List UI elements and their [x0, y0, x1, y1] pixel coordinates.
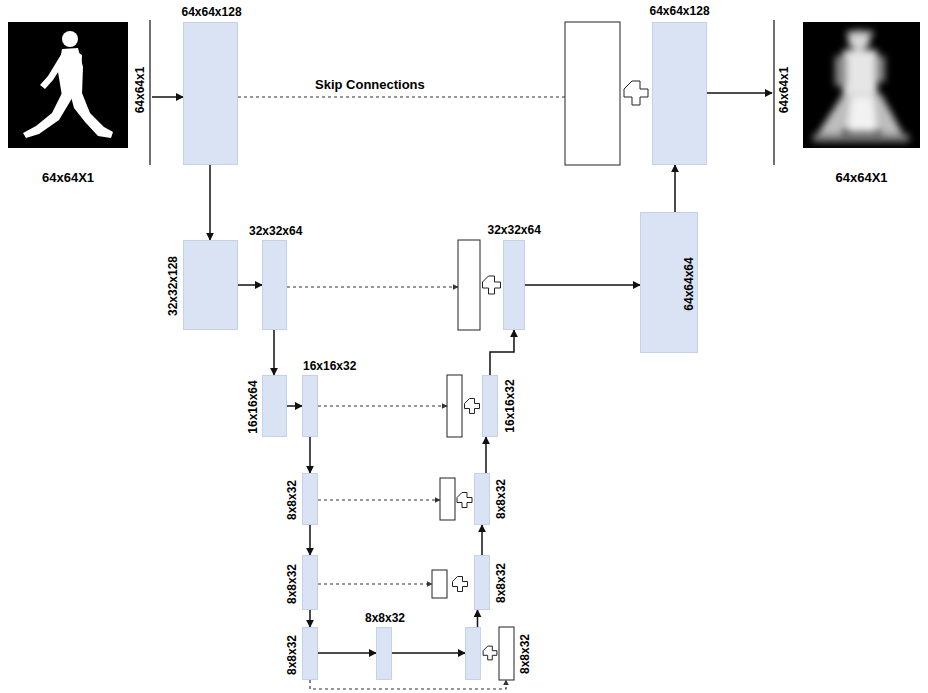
dimension-label: 64x64x64 [681, 257, 695, 310]
flow-arrow [490, 330, 514, 375]
flow-arrow [485, 437, 487, 473]
dimension-label: 16x16x32 [502, 379, 516, 432]
output-image [803, 22, 920, 148]
flow-arrow [273, 330, 275, 375]
skip-connection [318, 583, 432, 584]
feature-map: 64x64x128 [183, 22, 238, 165]
feature-map: 32x32x64 [262, 240, 287, 330]
flow-arrow [525, 284, 640, 286]
flow-arrow [238, 284, 262, 286]
flow-arrow [209, 165, 211, 240]
dimension-label: 8x8x32 [518, 633, 532, 673]
dimension-label: 8x8x32 [285, 634, 299, 674]
input-bar [149, 20, 150, 165]
decoder-block: 8x8x32 [440, 473, 490, 525]
gait-energy-image [813, 30, 909, 142]
dimension-label: 64x64x1 [133, 67, 147, 114]
feature-map: 64x64x64 [640, 212, 698, 353]
image-size-label: 64x64X1 [42, 170, 94, 185]
decoder-block: 8x8x32 [432, 555, 490, 610]
dimension-label: 8x8x32 [365, 611, 405, 625]
decoder-block: 8x8x32 [465, 627, 514, 680]
dimension-label: 16x16x32 [303, 359, 356, 373]
skip-connection [310, 680, 506, 689]
flow-arrow [309, 525, 311, 555]
dimension-label: 32x32x128 [166, 256, 180, 316]
dimension-label: 16x16x64 [245, 380, 259, 433]
skip-connection [287, 286, 458, 287]
walking-silhouette [23, 31, 113, 138]
skip-connection [318, 499, 440, 500]
feature-map: 16x16x32 [302, 375, 318, 437]
image-size-label: 64x64X1 [836, 170, 888, 185]
feature-map: 8x8x32 [376, 627, 392, 680]
add-symbols [453, 81, 649, 660]
dimension-label: 32x32x64 [488, 223, 541, 237]
dimension-label: 8x8x32 [285, 563, 299, 603]
dimension-label: 64x64x128 [650, 4, 710, 18]
connection-label: Skip Connections [313, 77, 427, 92]
dimension-label: 8x8x32 [285, 480, 299, 520]
feature-map [474, 473, 490, 525]
skip-connection [238, 96, 565, 97]
decoder-block: 64x64x128 [565, 22, 707, 165]
flow-arrow [481, 525, 483, 555]
output-block: 64x64x1 64x64X1 [772, 20, 922, 192]
feature-map: 8x8x32 [302, 627, 318, 680]
dimension-label: 32x32x64 [249, 224, 302, 238]
feature-map: 8x8x32 [302, 473, 318, 525]
output-bar [773, 20, 774, 165]
feature-map [474, 555, 490, 610]
skip-connection [318, 405, 447, 406]
flow-arrow [287, 405, 302, 407]
decoder-block: 32x32x64 [458, 240, 525, 330]
dimension-label: 64x64x128 [182, 5, 242, 19]
dimension-label: 64x64x1 [777, 67, 791, 114]
flow-arrow [309, 610, 311, 627]
feature-map: 16x16x64 [262, 375, 287, 437]
flow-arrow [152, 96, 183, 98]
input-block: 64x64X1 64x64x1 [8, 20, 152, 192]
feature-map [503, 240, 525, 330]
feature-map: 8x8x32 [302, 555, 318, 610]
decoder-block: 16x16x32 [447, 375, 498, 437]
flow-arrow [309, 437, 311, 473]
flow-arrow [707, 92, 772, 94]
feature-map: 32x32x128 [183, 240, 238, 330]
dimension-label: 8x8x32 [494, 562, 508, 602]
flow-arrow [477, 610, 479, 627]
feature-map [652, 22, 707, 165]
flow-arrow [318, 652, 376, 654]
feature-map [482, 375, 498, 437]
flow-arrow [392, 652, 465, 654]
input-image [8, 22, 128, 148]
feature-map [465, 627, 481, 680]
skip-feature-boxes [432, 22, 620, 680]
dimension-label: 8x8x32 [494, 479, 508, 519]
flow-arrow [674, 165, 676, 212]
